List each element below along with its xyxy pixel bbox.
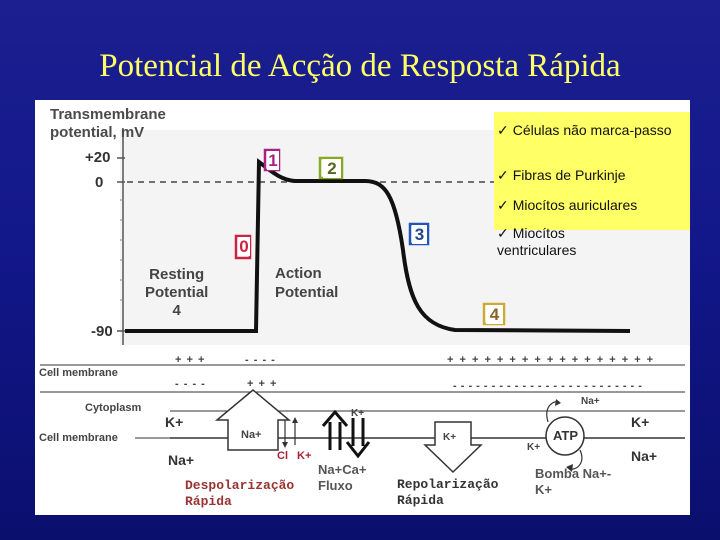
ion-cl: Cl xyxy=(277,450,288,462)
charges-minus-mid: - - - - xyxy=(245,354,276,366)
check-icon: ✓ xyxy=(497,167,509,183)
note-item-3: ✓Miocítos auriculares xyxy=(497,197,687,214)
resting-line-3: 4 xyxy=(172,302,181,319)
tick-label-minus90: -90 xyxy=(91,323,113,340)
caption-pump: Bomba Na+- K+ xyxy=(535,466,611,498)
tick-label-plus20: +20 xyxy=(85,149,111,166)
pump-curve-out-head xyxy=(555,399,561,406)
check-icon: ✓ xyxy=(497,225,509,241)
caption-pump-line-1: Bomba Na+- xyxy=(535,466,612,481)
action-line-1: Action xyxy=(275,265,322,282)
check-icon: ✓ xyxy=(497,122,509,138)
flux-up-head xyxy=(321,409,349,427)
charges-minus-right: - - - - - - - - - - - - - - - - - - - - … xyxy=(453,380,643,392)
check-icon: ✓ xyxy=(497,197,509,213)
flux-arrows xyxy=(328,418,365,450)
ion-k-pump: K+ xyxy=(527,442,541,453)
tick-label-zero: 0 xyxy=(95,174,104,191)
caption-pump-line-2: K+ xyxy=(535,482,552,497)
phase-4-label: 4 xyxy=(486,305,503,324)
phase-2-label: 2 xyxy=(323,159,341,178)
caption-repol-line-2: Rápida xyxy=(397,493,444,508)
phase-1-label: 1 xyxy=(267,151,279,170)
caption-flux-line-1: Na+Ca+ xyxy=(318,462,367,477)
note-text-4: Miocítos ventriculares xyxy=(497,225,577,258)
cl-arrowhead xyxy=(282,442,288,448)
cell-membrane-top-label: Cell membrane xyxy=(39,367,118,379)
caption-depol-line-2: Rápida xyxy=(185,494,232,509)
k-arrowhead xyxy=(292,417,298,423)
repol-arrow xyxy=(423,421,483,474)
resting-line-2: Potential xyxy=(145,284,209,301)
ion-k-left: K+ xyxy=(165,414,184,430)
charges-minus-left: - - - - xyxy=(175,378,206,390)
pump-curve-in-head xyxy=(566,464,573,472)
caption-depolarization: Despolarização Rápida xyxy=(185,478,294,510)
ion-k-channel: K+ xyxy=(351,408,365,419)
minor-ticks xyxy=(120,199,124,301)
cell-membrane-bottom-label: Cell membrane xyxy=(39,432,118,444)
caption-repolarization: Repolarização Rápida xyxy=(397,477,498,509)
note-text-1: Células não marca-passo xyxy=(512,122,672,138)
action-line-2: Potential xyxy=(275,284,339,301)
charges-plus-left: + + + xyxy=(175,354,206,366)
ion-k-small: K+ xyxy=(297,450,312,462)
flux-down-head xyxy=(345,441,371,459)
ion-na-right: Na+ xyxy=(631,448,658,464)
slide-title: Potencial de Acção de Resposta Rápida xyxy=(99,48,621,84)
y-axis-title: Transmembrane potential, mV xyxy=(50,106,166,141)
phase-0-label: 0 xyxy=(238,237,250,256)
note-item-4: ✓Miocítos ventriculares xyxy=(497,225,627,259)
caption-repol-line-1: Repolarização xyxy=(397,477,499,492)
note-item-2: ✓Fibras de Purkinje xyxy=(497,167,687,184)
note-text-3: Miocítos auriculares xyxy=(512,197,638,213)
ion-na-arrow: Na+ xyxy=(241,429,262,441)
ion-na-pump: Na+ xyxy=(581,396,600,407)
charges-plus-right: + + + + + + + + + + + + + + + + + xyxy=(447,354,655,366)
charges-plus-mid: + + + xyxy=(247,378,278,390)
cell-types-note-box xyxy=(494,112,690,230)
atp-label: ATP xyxy=(553,428,579,443)
cytoplasm-label: Cytoplasm xyxy=(85,402,142,414)
depol-arrow xyxy=(214,389,292,451)
note-item-1: ✓Células não marca-passo xyxy=(497,122,687,139)
resting-line-1: Resting xyxy=(149,266,205,283)
phase-3-label: 3 xyxy=(412,225,427,244)
action-potential-figure: Transmembrane potential, mV +20 0 -90 0 … xyxy=(35,100,690,515)
ion-k-right: K+ xyxy=(631,414,650,430)
resting-potential-label: Resting Potential 4 xyxy=(145,266,208,320)
caption-flux-line-2: Fluxo xyxy=(318,478,353,493)
ion-na-left: Na+ xyxy=(168,452,195,468)
caption-flux: Na+Ca+ Fluxo xyxy=(318,462,366,494)
ion-k-repol: K+ xyxy=(443,432,457,443)
note-text-2: Fibras de Purkinje xyxy=(512,167,626,183)
action-potential-label: Action Potential xyxy=(275,264,338,302)
atp-pump-circle xyxy=(545,416,585,456)
caption-depol-line-1: Despolarização xyxy=(185,478,295,493)
